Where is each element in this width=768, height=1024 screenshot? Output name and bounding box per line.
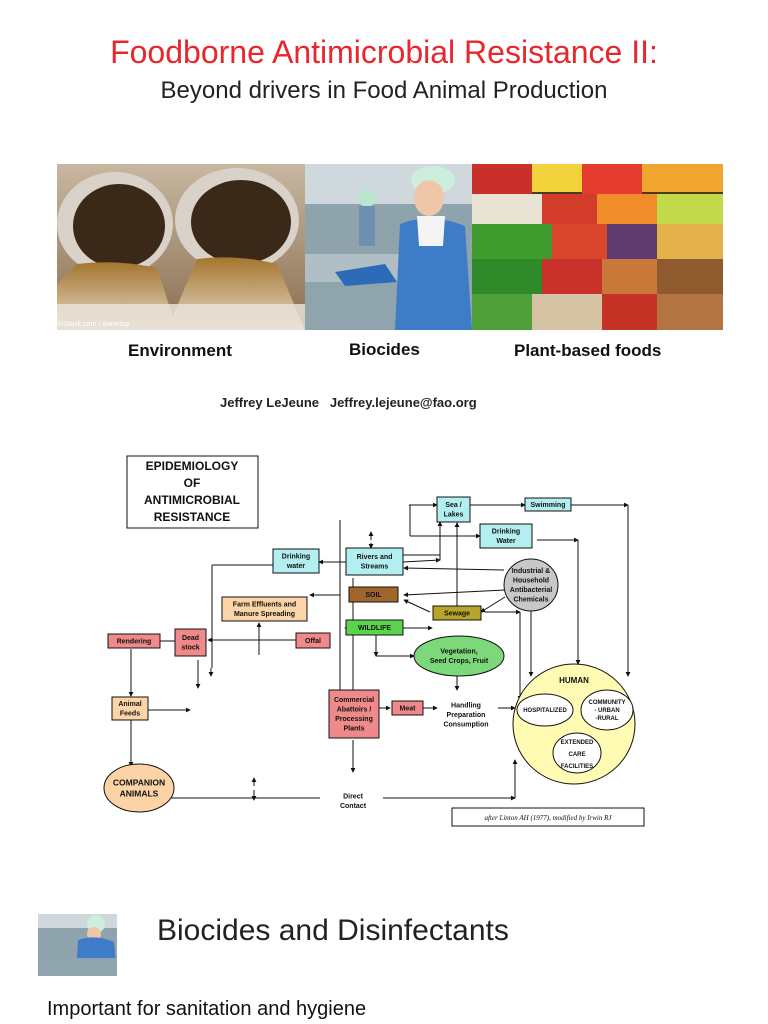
- node-industrial-label: Household: [513, 578, 549, 585]
- node-farm-effluents-label: Manure Spreading: [234, 611, 295, 618]
- caption-environment: Environment: [128, 341, 232, 360]
- human-group: HUMAN HOSPITALIZED COMMUNITY - URBAN -RU…: [512, 663, 636, 785]
- node-drinking-water-left-label: water: [286, 563, 306, 570]
- node-offal: Offal: [295, 632, 331, 649]
- author-email: Jeffrey.lejeune@fao.org: [329, 395, 477, 410]
- diagram-title-line-2: OF: [184, 476, 201, 490]
- biocides-photo: [305, 164, 472, 330]
- photo-credit: ©iStock.com / Wavetop: [57, 321, 130, 328]
- node-dead-stock-label: stock: [181, 645, 199, 652]
- node-industrial-label: Chemicals: [513, 597, 548, 604]
- node-companion-animals-label: ANIMALS: [120, 788, 159, 798]
- diagram-title-line-4: RESISTANCE: [154, 510, 230, 524]
- node-industrial-label: Industrial &: [512, 568, 551, 575]
- node-rivers-streams-label: Rivers and: [357, 554, 393, 561]
- node-soil: SOIL: [348, 586, 399, 603]
- node-meat-label: Meat: [400, 705, 417, 712]
- diagram-title-box: EPIDEMIOLOGY OF ANTIMICROBIAL RESISTANCE: [126, 455, 259, 529]
- diagram-title-line-1: EPIDEMIOLOGY: [146, 459, 239, 473]
- node-drinking-water-right-label: Water: [496, 538, 515, 545]
- community-label-1: COMMUNITY: [589, 700, 626, 706]
- node-industrial: Industrial & HouseholdAntibacterialChemic…: [503, 558, 559, 612]
- node-industrial-label: Antibacterial: [510, 587, 552, 594]
- section-body: Important for sanitation and hygiene: [47, 998, 367, 1020]
- node-drinking-water-left: Drinking water: [272, 548, 320, 574]
- diagram-credit-box: after Linton AH (1977), modified by Irwi…: [451, 807, 645, 827]
- slide-title: Foodborne Antimicrobial Resistance II:: [110, 34, 658, 70]
- diagram-credit: after Linton AH (1977), modified by Irwi…: [484, 814, 612, 822]
- node-companion-animals-label: COMPANION: [113, 777, 165, 787]
- node-sea-lakes-label: Sea /: [445, 502, 461, 509]
- node-sewage-label: Sewage: [444, 610, 470, 617]
- node-rendering-label: Rendering: [117, 638, 152, 645]
- human-label: HUMAN: [559, 676, 589, 685]
- diagram-title-line-3: ANTIMICROBIAL: [144, 493, 240, 507]
- node-handling-label: Preparation: [447, 712, 486, 719]
- node-handling-label: Handling: [451, 702, 481, 709]
- author-line: Jeffrey LeJeune Jeffrey.lejeune@fao.org: [220, 395, 477, 410]
- environment-photo: ©iStock.com / Wavetop: [57, 164, 305, 330]
- biocides-thumbnail: [38, 914, 117, 976]
- node-dead-stock: Dead stock: [174, 628, 207, 657]
- node-dead-stock-label: Dead: [182, 635, 199, 642]
- community-label-2: - URBAN: [594, 708, 619, 714]
- node-sea-lakes-label: Lakes: [444, 512, 464, 519]
- node-sewage: Sewage: [432, 605, 482, 621]
- node-farm-effluents-label: Farm Effluents and: [233, 602, 296, 609]
- node-meat: Meat: [391, 700, 424, 716]
- hospitalized-label: HOSPITALIZED: [523, 708, 567, 714]
- node-rendering: Rendering: [107, 633, 161, 649]
- node-direct-contact-label: Contact: [340, 803, 367, 810]
- community-label-3: -RURAL: [596, 716, 619, 722]
- node-rivers-streams-label: Streams: [361, 564, 389, 571]
- node-abattoirs-label: Abattoirs /: [337, 707, 372, 714]
- node-swimming-label: Swimming: [530, 502, 565, 509]
- produce-photo: [472, 164, 723, 330]
- node-wildlife: WILDLIFE: [345, 619, 404, 636]
- section-title: Biocides and Disinfectants: [157, 914, 509, 947]
- node-abattoirs-label: Processing: [335, 716, 373, 723]
- node-swimming: Swimming: [524, 497, 572, 512]
- node-handling-label: Consumption: [443, 721, 488, 728]
- node-sea-lakes: Sea / Lakes: [436, 496, 471, 523]
- node-vegetation-label: Seed Crops, Fruit: [430, 658, 489, 665]
- extended-care-label-3: FACILITIES: [561, 764, 593, 770]
- slide-subtitle: Beyond drivers in Food Animal Production: [160, 77, 608, 104]
- epidemiology-diagram: EPIDEMIOLOGY OF ANTIMICROBIAL RESISTANCE…: [103, 455, 645, 827]
- caption-biocides: Biocides: [349, 340, 420, 359]
- node-drinking-water-left-label: Drinking: [282, 554, 310, 561]
- node-animal-feeds-label: Feeds: [120, 711, 140, 718]
- node-direct-contact-label: Direct: [343, 794, 364, 801]
- node-abattoirs-label: Commercial: [334, 697, 374, 704]
- node-vegetation-label: Vegetation,: [440, 649, 477, 656]
- node-drinking-water-right-label: Drinking: [492, 529, 520, 536]
- node-abattoirs-label: Plants: [343, 726, 364, 733]
- node-offal-label: Offal: [305, 638, 321, 645]
- node-soil-label: SOIL: [365, 592, 382, 599]
- extended-care-label-1: EXTENDED: [561, 740, 594, 746]
- node-animal-feeds-label: Animal: [118, 701, 141, 708]
- node-wildlife-label: WILDLIFE: [358, 625, 391, 632]
- extended-care-label-2: CARE: [568, 752, 585, 758]
- caption-plant-based-foods: Plant-based foods: [514, 341, 662, 360]
- node-vegetation: Vegetation, Seed Crops, Fruit: [413, 635, 505, 677]
- author-name: Jeffrey LeJeune: [220, 395, 319, 410]
